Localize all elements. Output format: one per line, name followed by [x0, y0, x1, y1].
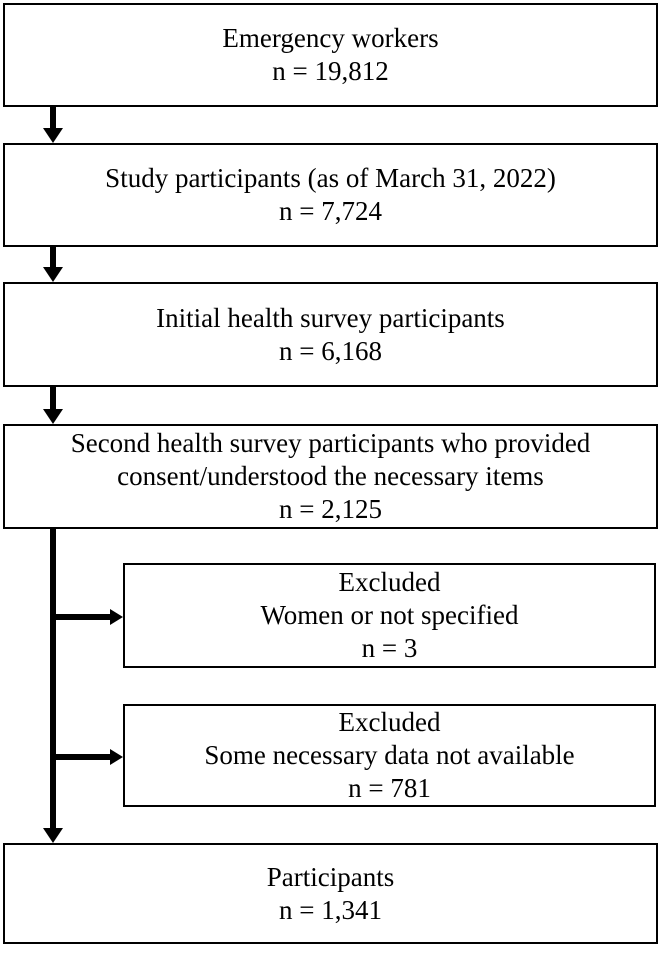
box-initial-health-survey: Initial health survey participants n = 6…: [3, 282, 658, 387]
flow-arrow-shaft: [50, 529, 56, 829]
box-title: Participants: [266, 861, 395, 892]
box-count: n = 7,724: [279, 196, 382, 226]
box-title: Emergency workers: [222, 23, 439, 53]
box-count: n = 1,341: [279, 894, 382, 925]
arrow-right-icon: [110, 749, 123, 765]
branch-arrow-shaft: [53, 754, 110, 760]
box-second-health-survey: Second health survey participants who pr…: [3, 424, 658, 529]
box-count: n = 2,125: [279, 494, 382, 524]
box-reason: Some necessary data not available: [204, 740, 575, 770]
box-title: Excluded: [338, 567, 441, 597]
box-title: Excluded: [338, 707, 441, 737]
flow-arrow-shaft: [50, 107, 56, 129]
branch-arrow-shaft: [53, 614, 110, 620]
box-count: n = 6,168: [279, 335, 382, 366]
arrow-right-icon: [110, 609, 123, 625]
box-count: n = 781: [348, 773, 431, 803]
box-title-line2: consent/understood the necessary items: [117, 461, 544, 491]
box-count: n = 19,812: [272, 56, 389, 86]
box-title: Study participants (as of March 31, 2022…: [105, 163, 556, 193]
arrow-down-icon: [43, 267, 63, 282]
box-study-participants: Study participants (as of March 31, 2022…: [3, 143, 658, 247]
box-excluded-women: Excluded Women or not specified n = 3: [123, 563, 656, 668]
arrow-down-icon: [43, 128, 63, 143]
box-excluded-missing-data: Excluded Some necessary data not availab…: [123, 704, 656, 807]
flow-arrow-shaft: [50, 247, 56, 269]
box-reason: Women or not specified: [260, 600, 519, 630]
box-count: n = 3: [361, 633, 418, 663]
box-participants: Participants n = 1,341: [3, 843, 658, 944]
box-emergency-workers: Emergency workers n = 19,812: [3, 3, 658, 107]
arrow-down-icon: [43, 828, 63, 843]
flow-arrow-shaft: [50, 387, 56, 410]
box-title: Second health survey participants who pr…: [70, 428, 591, 458]
box-title: Initial health survey participants: [156, 302, 505, 333]
arrow-down-icon: [43, 409, 63, 424]
